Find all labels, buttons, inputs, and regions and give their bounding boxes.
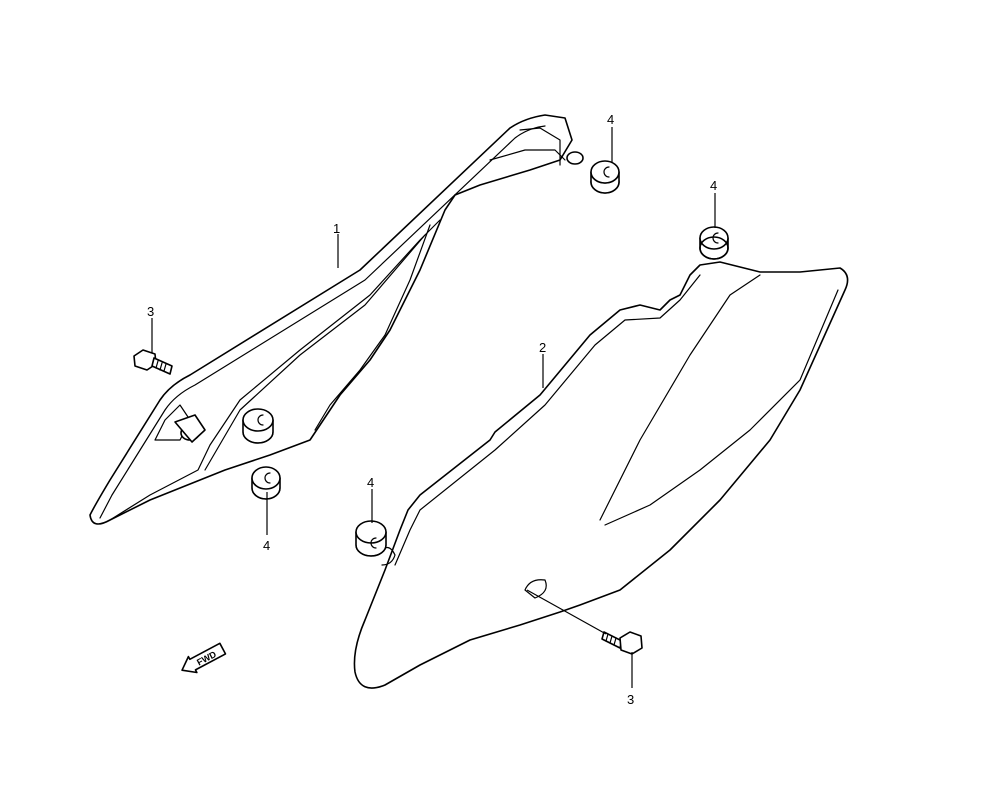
side-cover-part — [353, 261, 849, 689]
bolt-right — [601, 631, 643, 655]
callout-grommet-middle-left: 4 — [367, 475, 374, 490]
callout-bolt-right: 3 — [627, 692, 634, 707]
leader-lines — [151, 127, 716, 688]
callout-side-cover: 2 — [539, 340, 546, 355]
grommet-top-right — [699, 226, 729, 260]
grommet-lower-middle — [251, 466, 281, 500]
callout-grommet-top-right: 4 — [710, 178, 717, 193]
grommet-middle-left — [242, 408, 274, 444]
forward-direction-arrow: FWD — [181, 642, 227, 674]
callout-frame-cover: 1 — [333, 221, 340, 236]
frame-cover-part — [89, 114, 584, 525]
callout-bolt-left: 3 — [147, 304, 154, 319]
bolt-left — [133, 349, 173, 375]
grommet-lower-left — [355, 520, 387, 557]
grommet-top-center — [590, 160, 620, 194]
callout-grommet-top-center: 4 — [607, 112, 614, 127]
callout-grommet-lower-middle: 4 — [263, 538, 270, 553]
